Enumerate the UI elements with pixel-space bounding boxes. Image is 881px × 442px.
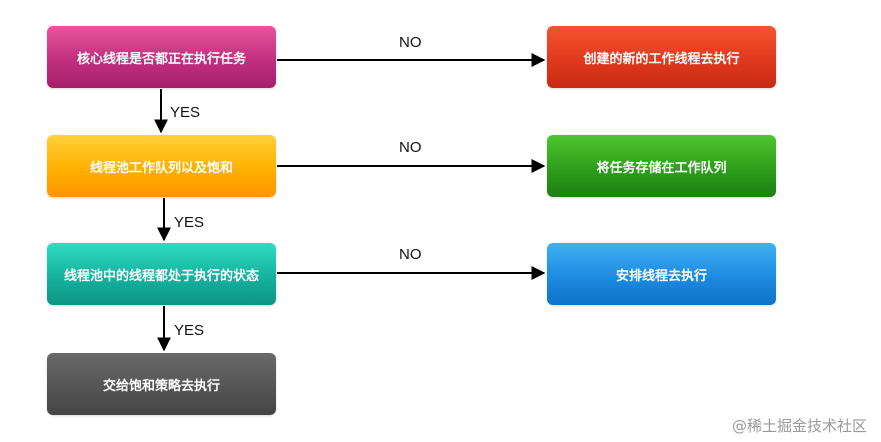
node-pool-threads-busy: 线程池中的线程都处于执行的状态 [47,243,276,305]
node-pool-threads-busy-label: 线程池中的线程都处于执行的状态 [63,268,259,284]
watermark-text: @稀土掘金技术社区 [731,417,867,435]
node-core-threads-busy-label: 核心线程是否都正在执行任务 [76,51,246,67]
edge-label-no-1: NO [399,34,422,51]
edge-label-no-2: NO [399,139,422,156]
node-saturation-policy-label: 交给饱和策略去执行 [102,378,220,394]
node-queue-saturated: 线程池工作队列以及饱和 [47,135,276,197]
edge-label-yes-3: YES [174,322,205,339]
node-store-in-queue: 将任务存储在工作队列 [547,135,776,197]
node-queue-saturated-label: 线程池工作队列以及饱和 [89,160,233,176]
node-saturation-policy: 交给饱和策略去执行 [47,353,276,415]
edge-label-yes-1: YES [170,104,201,121]
node-core-threads-busy: 核心线程是否都正在执行任务 [47,26,276,88]
node-schedule-thread-label: 安排线程去执行 [615,268,707,284]
node-schedule-thread: 安排线程去执行 [547,243,776,305]
edge-label-yes-2: YES [174,214,205,231]
edge-label-no-3: NO [399,246,422,263]
node-store-in-queue-label: 将任务存储在工作队列 [596,160,727,176]
node-create-worker-thread-label: 创建的新的工作线程去执行 [583,51,740,67]
node-create-worker-thread: 创建的新的工作线程去执行 [547,26,776,88]
